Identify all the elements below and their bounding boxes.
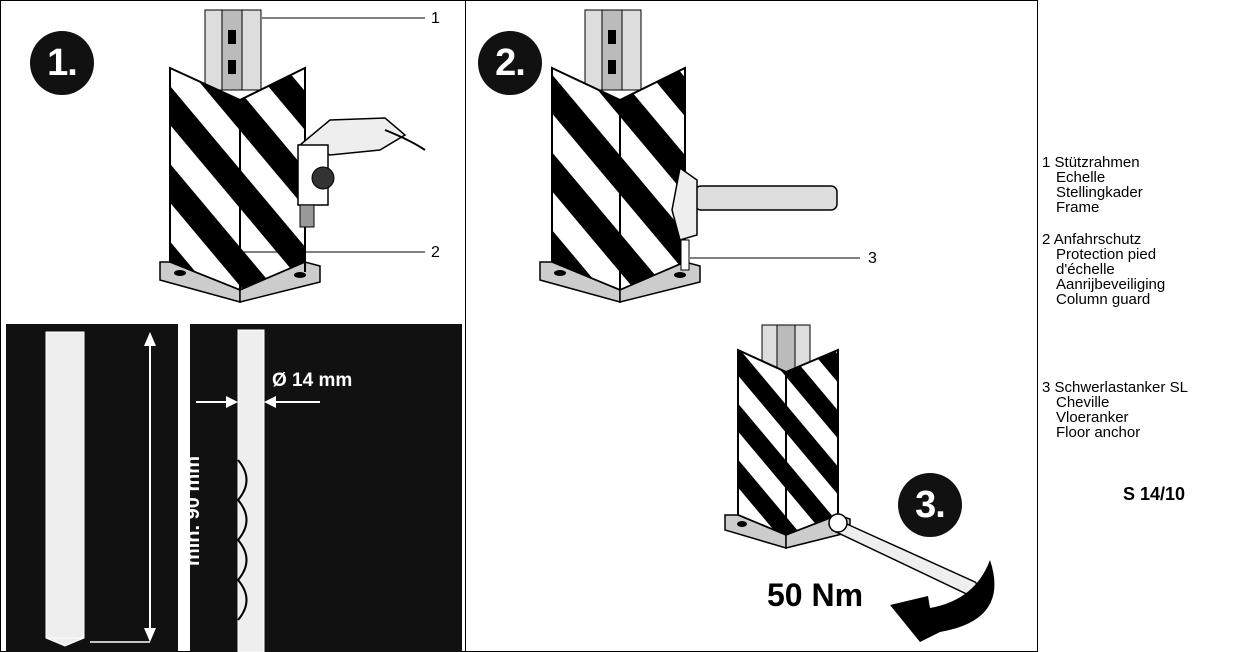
diameter-label: Ø 14 mm xyxy=(272,370,353,391)
legend-line: Vloeranker xyxy=(1056,409,1129,426)
legend-number: 1 xyxy=(1042,154,1051,171)
legend-item-2: 2 Anfahrschutz Protection pied d'échelle… xyxy=(1042,232,1165,307)
legend-item-1: 1 Stützrahmen Echelle Stellingkader Fram… xyxy=(1042,155,1143,215)
legend-line: Frame xyxy=(1056,199,1100,216)
depth-label: min. 90 mm xyxy=(182,455,204,567)
hole-detail xyxy=(6,324,178,652)
legend-line: Aanrijbeveiliging xyxy=(1056,276,1166,293)
legend-number: 3 xyxy=(1042,379,1051,396)
step3-illustration xyxy=(724,324,995,642)
legend-item-3: 3 Schwerlastanker SL Cheville Vloeranker… xyxy=(1042,380,1188,440)
torque-label: 50 Nm xyxy=(767,577,864,613)
step-2-badge: 2. xyxy=(478,31,542,95)
legend-line: Cheville xyxy=(1056,394,1110,411)
callout-1: 1 xyxy=(431,10,440,27)
legend-line: Echelle xyxy=(1056,169,1106,186)
legend-line: Column guard xyxy=(1056,291,1151,308)
callout-2: 2 xyxy=(431,244,440,261)
step2-illustration xyxy=(539,9,860,303)
legend-line: Schwerlastanker SL xyxy=(1054,379,1188,396)
legend-line: Anfahrschutz xyxy=(1053,231,1142,248)
step1-illustration xyxy=(159,9,426,303)
legend-number: 2 xyxy=(1042,231,1051,248)
step-3-badge: 3. xyxy=(898,473,962,537)
step-1-badge: 1. xyxy=(30,31,94,95)
legend-line: Protection pied xyxy=(1056,246,1157,263)
legend-line: d'échelle xyxy=(1056,261,1115,278)
legend-line: Stützrahmen xyxy=(1054,154,1140,171)
legend-line: Stellingkader xyxy=(1056,184,1143,201)
bit-detail xyxy=(190,324,462,652)
legend-line: Floor anchor xyxy=(1056,424,1141,441)
callout-3: 3 xyxy=(868,250,877,267)
document-code: S 14/10 xyxy=(1123,484,1186,504)
